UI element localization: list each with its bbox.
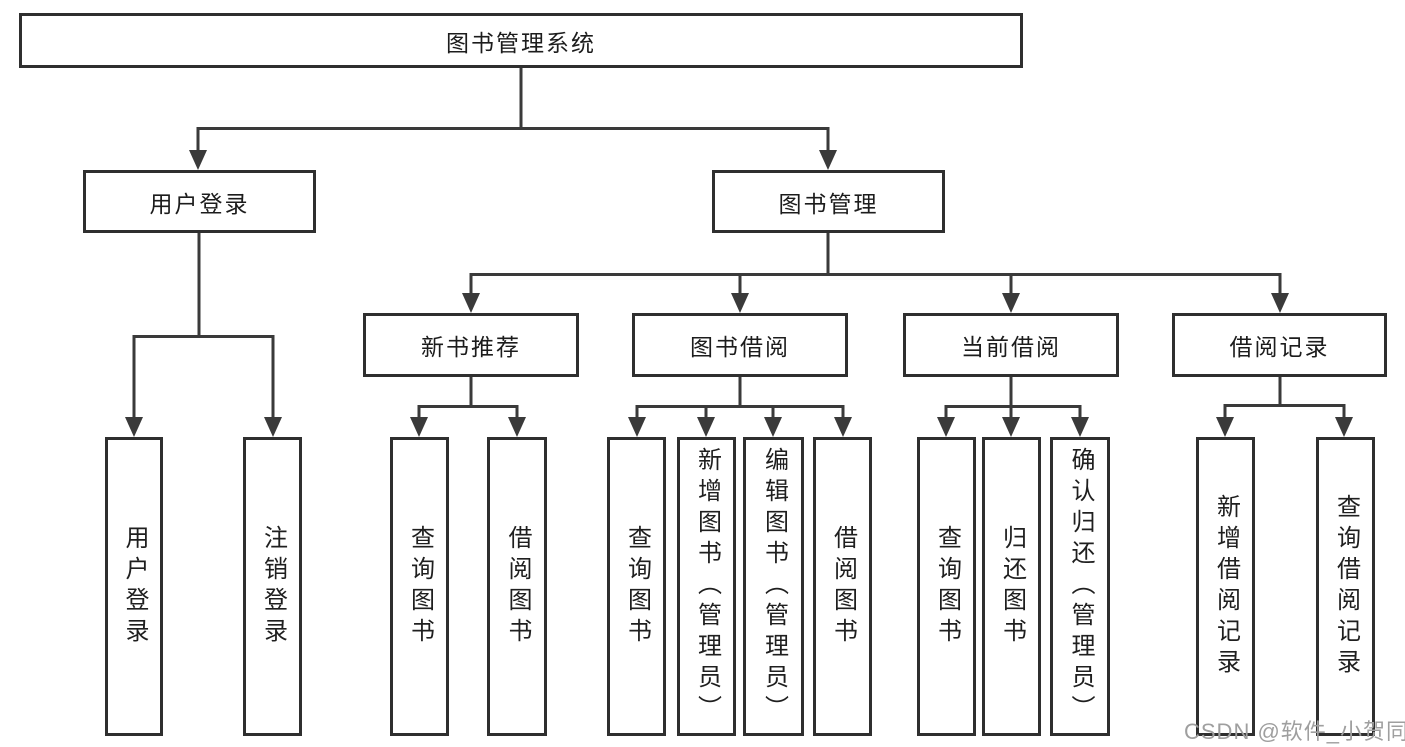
leaf-confirm-return-admin: 确认归还（管理员） xyxy=(1050,437,1110,736)
leaf-label: 确认归还（管理员） xyxy=(1067,447,1094,726)
node-root: 图书管理系统 xyxy=(19,13,1023,68)
connector-current-borrow xyxy=(937,377,1089,437)
arrow-down-icon xyxy=(697,417,715,437)
node-current-borrow: 当前借阅 xyxy=(903,313,1119,377)
leaf-query-books-recommend: 查询图书 xyxy=(390,437,449,736)
node-book-borrow: 图书借阅 xyxy=(632,313,848,377)
leaf-label: 借阅图书 xyxy=(829,524,857,649)
leaf-add-borrow-record: 新增借阅记录 xyxy=(1196,437,1255,736)
arrow-down-icon xyxy=(731,293,749,313)
arrow-down-icon xyxy=(462,293,480,313)
leaf-return-books: 归还图书 xyxy=(982,437,1041,736)
leaf-borrow-books-recommend: 借阅图书 xyxy=(487,437,547,736)
leaf-logout: 注销登录 xyxy=(243,437,302,736)
leaf-borrow-books: 借阅图书 xyxy=(813,437,872,736)
connector-root xyxy=(189,68,837,170)
connector-new-book xyxy=(410,377,526,437)
connector-borrow-record xyxy=(1216,377,1353,437)
arrow-down-icon xyxy=(1071,417,1089,437)
node-book-management: 图书管理 xyxy=(712,170,945,233)
leaf-user-login: 用户登录 xyxy=(105,437,163,736)
arrow-down-icon xyxy=(410,417,428,437)
arrow-down-icon xyxy=(1216,417,1234,437)
arrow-down-icon xyxy=(834,417,852,437)
connector-user-login xyxy=(125,233,282,437)
connector-book-borrow xyxy=(628,377,852,437)
arrow-down-icon xyxy=(937,417,955,437)
leaf-label: 借阅图书 xyxy=(504,524,531,649)
arrow-down-icon xyxy=(508,417,526,437)
arrow-down-icon xyxy=(1335,417,1353,437)
arrow-down-icon xyxy=(1002,293,1020,313)
leaf-label: 查询借阅记录 xyxy=(1332,493,1360,680)
arrow-down-icon xyxy=(764,417,782,437)
leaf-label: 编辑图书（管理员） xyxy=(760,447,788,726)
arrow-down-icon xyxy=(819,150,837,170)
leaf-label: 注销登录 xyxy=(259,524,287,649)
leaf-label: 用户登录 xyxy=(121,524,148,649)
node-borrow-record: 借阅记录 xyxy=(1172,313,1387,377)
leaf-label: 新增图书（管理员） xyxy=(693,447,721,726)
leaf-query-books-current: 查询图书 xyxy=(917,437,976,736)
arrow-down-icon xyxy=(1002,417,1020,437)
leaf-label: 查询图书 xyxy=(623,524,651,649)
connector-book-management xyxy=(462,233,1289,313)
leaf-add-books-admin: 新增图书（管理员） xyxy=(677,437,736,736)
leaf-edit-books-admin: 编辑图书（管理员） xyxy=(743,437,804,736)
leaf-query-books-borrow: 查询图书 xyxy=(607,437,666,736)
node-user-login: 用户登录 xyxy=(83,170,316,233)
arrow-down-icon xyxy=(264,417,282,437)
arrow-down-icon xyxy=(1271,293,1289,313)
node-new-book-recommend: 新书推荐 xyxy=(363,313,579,377)
leaf-label: 查询图书 xyxy=(406,524,434,649)
leaf-label: 新增借阅记录 xyxy=(1212,493,1240,680)
arrow-down-icon xyxy=(125,417,143,437)
leaf-label: 查询图书 xyxy=(933,524,961,649)
arrow-down-icon xyxy=(628,417,646,437)
watermark-text: CSDN @软件_小贺同学 xyxy=(1184,719,1405,744)
leaf-label: 归还图书 xyxy=(998,524,1026,649)
leaf-query-borrow-record: 查询借阅记录 xyxy=(1316,437,1375,736)
arrow-down-icon xyxy=(189,150,207,170)
